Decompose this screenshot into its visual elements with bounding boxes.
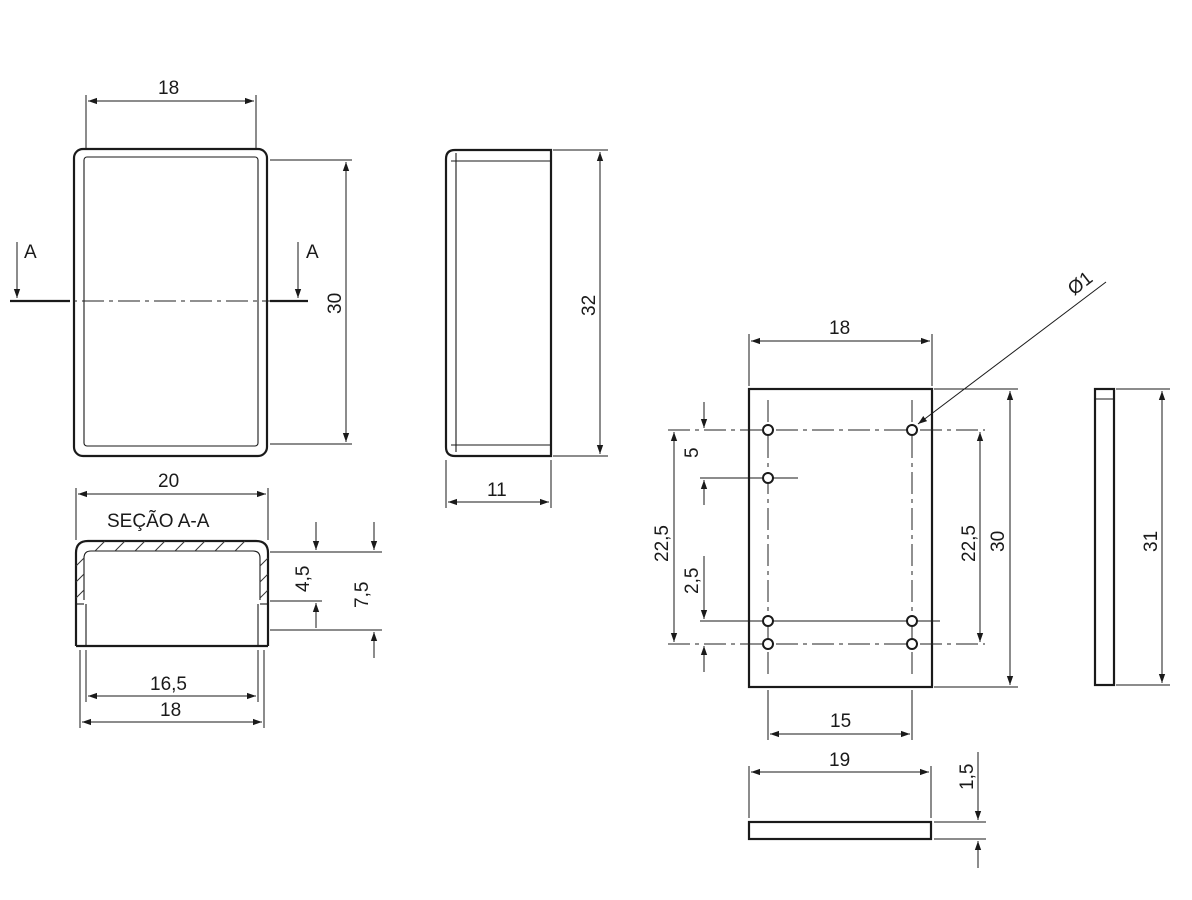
section-view: SEÇÃO A-A 20 (74, 471, 382, 728)
mounting-hole (762, 615, 774, 627)
dim-label-hole-spacing-top: 5 (682, 447, 703, 458)
dim-label-lid-height: 30 (988, 531, 1009, 552)
front-view: A A 18 30 (10, 78, 352, 458)
section-mark-right-label: A (306, 242, 319, 263)
dim-label-lid-width: 18 (829, 318, 850, 339)
mounting-hole (906, 424, 918, 436)
dim-label-section-inner-b: 18 (160, 700, 181, 721)
lid-top-view: 18 Ø1 5 22,5 2,5 22,5 30 15 (652, 268, 1107, 740)
dim-label-lid-bottom-width: 19 (829, 750, 850, 771)
side-view: 32 11 (444, 148, 608, 508)
dim-label-section-step-height: 4,5 (293, 566, 314, 592)
dim-label-section-total-height: 7,5 (352, 582, 373, 608)
lid-side-outline (1093, 387, 1116, 687)
dim-label-side-height: 32 (579, 295, 600, 316)
lid-bottom-outline (747, 820, 933, 841)
section-shell (74, 539, 270, 646)
lid-outline (747, 387, 934, 689)
section-hatching (75, 540, 269, 599)
mounting-hole (906, 615, 918, 627)
hole-leader-line (917, 281, 1107, 425)
dim-label-hole-pitch-x: 15 (830, 711, 851, 732)
dim-label-hole-span-left: 22,5 (652, 525, 673, 562)
dim-label-lid-side-height: 31 (1141, 531, 1162, 552)
dim-label-hole-spacing-bottom: 2,5 (682, 568, 703, 594)
dim-label-hole-span-right: 22,5 (959, 525, 980, 562)
dim-label-front-height: 30 (325, 293, 346, 314)
dim-label-front-width: 18 (158, 78, 179, 99)
front-view-outer-outline (72, 147, 269, 458)
section-shell-inner (83, 550, 261, 600)
dim-label-section-outer-width: 20 (158, 471, 179, 492)
mounting-hole (762, 638, 774, 650)
section-mark-left-label: A (24, 242, 37, 263)
side-view-outline (444, 148, 553, 458)
dim-label-lid-thickness: 1,5 (957, 764, 978, 790)
mounting-hole (762, 472, 774, 484)
dim-label-side-depth: 11 (487, 480, 507, 501)
mounting-hole (906, 638, 918, 650)
dim-label-section-inner-a: 16,5 (150, 674, 187, 695)
dim-label-hole-dia: Ø1 (1064, 268, 1097, 300)
mounting-hole (762, 424, 774, 436)
section-view-title: SEÇÃO A-A (107, 510, 210, 532)
lid-side-view: 31 (1093, 387, 1170, 687)
lid-bottom-view: 19 1,5 (747, 750, 986, 868)
